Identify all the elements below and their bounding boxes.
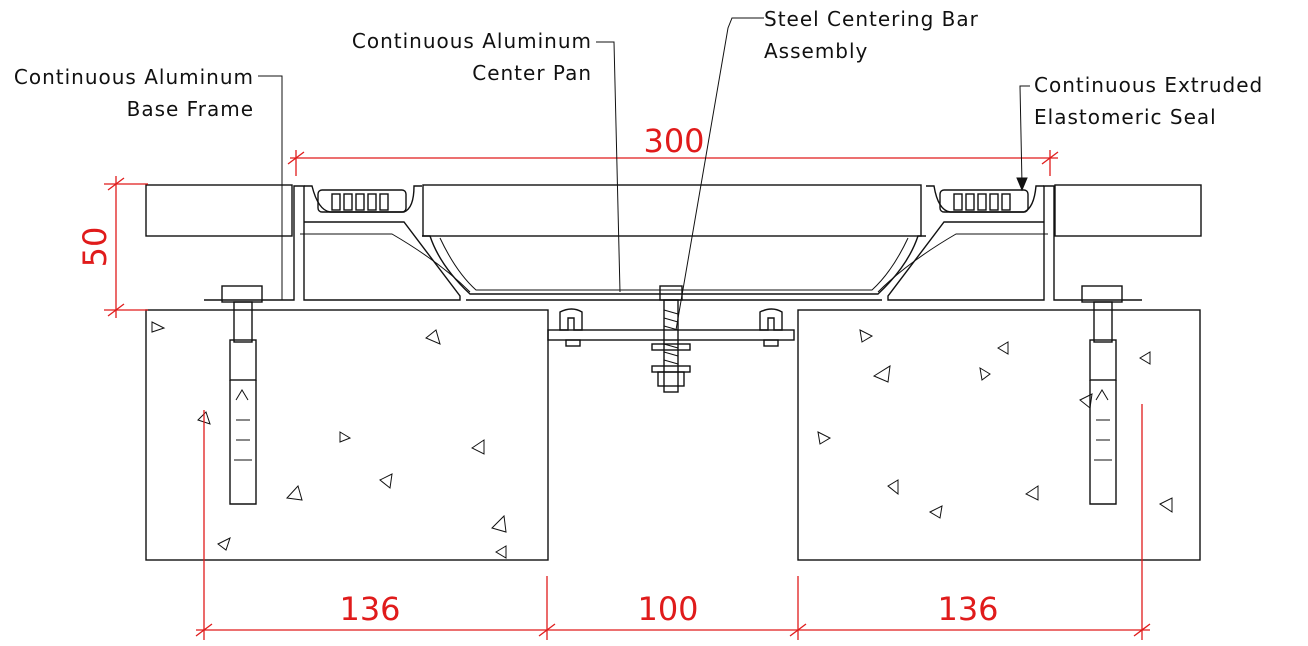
concrete-block-right [797,309,1201,561]
dimension-overall: 300 [287,122,1059,176]
dimension-right-slab-text: 136 [937,590,998,628]
anchor-bolt-left [221,285,263,505]
label-centering-bar-line2: Assembly [764,39,868,63]
centering-bar-assembly [651,285,691,393]
dimension-bottom: 136 100 136 [195,404,1151,640]
aggregate-marks [151,321,1173,559]
dimension-left-slab-text: 136 [339,590,400,628]
label-center-pan-line1: Continuous Aluminum [352,29,592,53]
label-centering-bar-line1: Steel Centering Bar [764,7,979,31]
label-base-frame-line1: Continuous Aluminum [14,65,254,89]
concrete-block-left [145,309,549,561]
base-frame-right [877,185,1142,301]
label-seal-line1: Continuous Extruded [1034,73,1263,97]
label-center-pan-line2: Center Pan [472,61,592,85]
top-slab-center [422,184,922,237]
dimension-depth: 50 [76,176,148,318]
label-base-frame-line2: Base Frame [127,97,254,121]
center-pan [422,235,926,347]
concrete-blocks [145,309,1201,561]
dimension-gap-text: 100 [637,590,698,628]
base-frame-left [204,185,471,301]
anchor-bolt-right [1081,285,1123,505]
dimension-overall-text: 300 [643,122,704,160]
top-slabs [145,184,1202,237]
top-slab-left [145,184,293,237]
top-slab-right [1054,184,1202,237]
leaders [258,17,1030,331]
seal-left [304,185,422,213]
seal-right [926,185,1044,213]
callouts: Continuous Aluminum Base Frame Continuou… [14,7,1263,129]
label-seal-line2: Elastomeric Seal [1034,105,1217,129]
dimension-depth-text: 50 [76,227,114,268]
